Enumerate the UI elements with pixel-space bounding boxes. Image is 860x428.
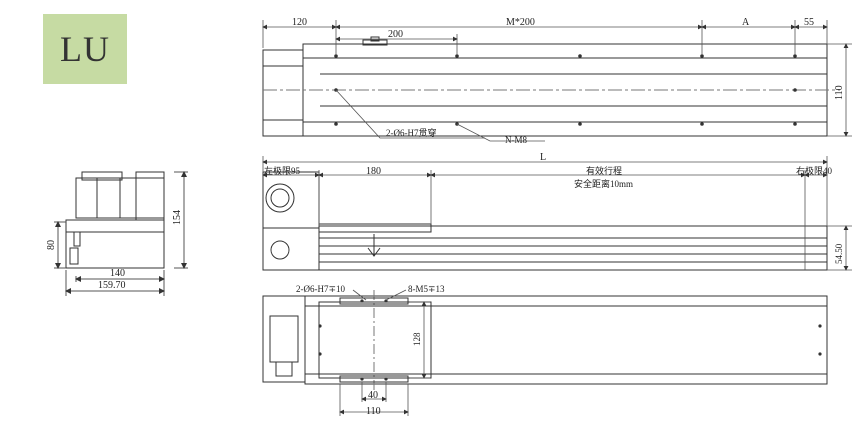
dim-55: 55 [804,17,814,28]
dim-40: 40 [368,390,378,401]
side-view [262,171,828,271]
bottom-view-carriage [318,301,432,379]
side-view-rail [318,225,828,271]
dim-80: 80 [46,240,57,250]
dim-110-height: 110 [834,85,845,100]
left-limit-label: 左极限95 [264,165,301,176]
series-label: LU [60,29,110,69]
side-view-carriage [318,223,432,233]
dim-200: 200 [388,29,403,40]
note-m8-threads: N-M8 [505,135,527,145]
safety-distance-label: 安全距离10mm [574,178,633,189]
bottom-view [262,290,828,392]
top-view-dimensions [262,20,852,142]
dim-a: A [742,17,750,28]
note-through-holes: 2-Ø6-H7贯穿 [386,127,437,138]
dim-m-200: M*200 [506,17,535,28]
product-series-badge: LU [43,14,127,84]
top-view [262,36,840,137]
end-view-cover [135,171,165,221]
dim-128: 128 [412,332,422,346]
top-view-motor [262,49,304,137]
top-view-holes [334,54,797,126]
side-view-dimensions [262,156,852,271]
effective-stroke-label: 有效行程 [586,165,622,176]
dim-54-50: 54.50 [834,243,844,264]
bottom-view-holes [318,299,822,381]
end-view-base [65,219,165,269]
note-pin-holes: 2-Ø6-H7∓10 [296,284,346,294]
dim-154: 154 [172,210,183,225]
dim-140: 140 [110,268,125,279]
dim-l: L [540,152,546,163]
dim-110-width: 110 [366,406,381,417]
dim-120: 120 [292,17,307,28]
bottom-view-motor [262,295,306,383]
note-m5-threads: 8-M5∓13 [408,284,445,294]
bottom-view-dimensions [339,289,430,416]
dim-159-70: 159.70 [98,280,126,291]
bottom-view-rail [304,295,828,385]
right-limit-label: 右极限40 [796,165,833,176]
dim-180: 180 [366,166,381,177]
end-view [54,171,188,296]
